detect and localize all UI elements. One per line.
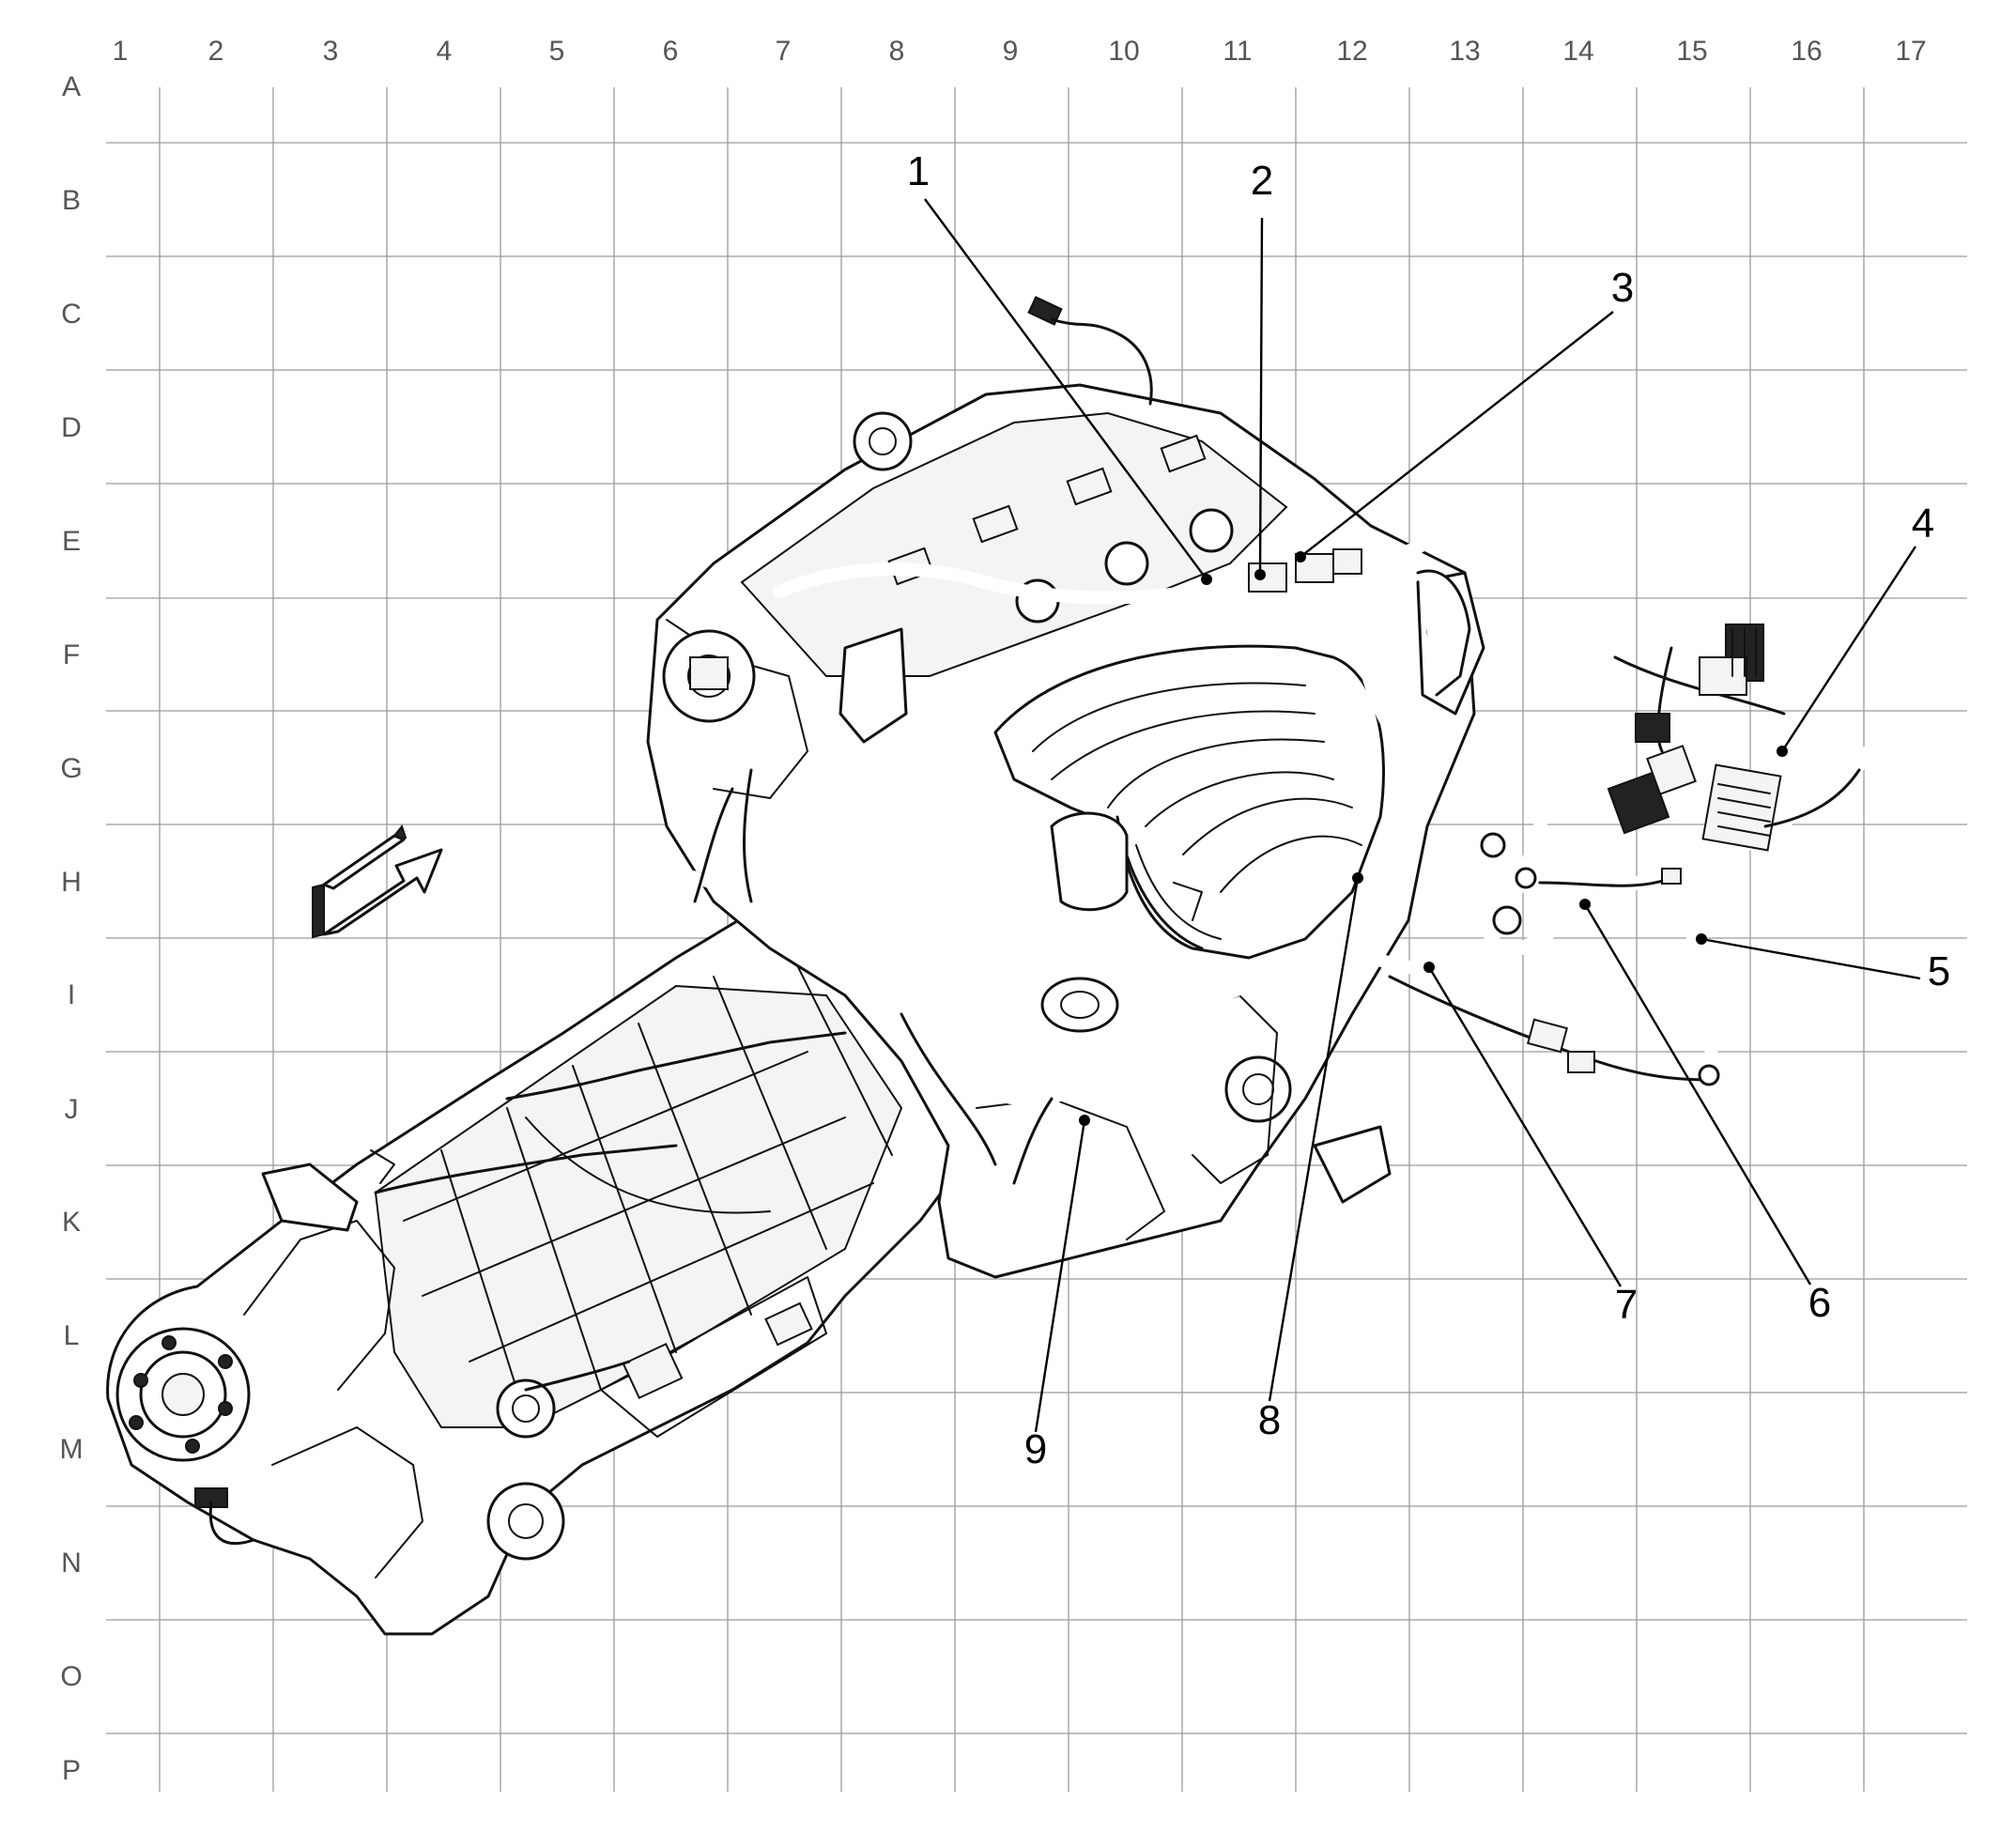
row-label: M — [60, 1434, 84, 1465]
callout-leader-line — [1780, 546, 1917, 752]
row-labels: A B C D E F G H I J K L M N O P — [60, 71, 84, 1786]
row-label: O — [60, 1661, 82, 1692]
callout-leader-line — [924, 198, 1208, 580]
callout-target-dot — [1201, 574, 1212, 585]
row-label: N — [61, 1548, 82, 1578]
callout-leader-line — [1268, 877, 1360, 1402]
callout-leader-line — [1700, 937, 1921, 980]
row-label: P — [62, 1755, 81, 1786]
row-label: E — [62, 526, 81, 557]
callout-target-dot — [1079, 1115, 1090, 1126]
callout-number: 7 — [1615, 1282, 1638, 1328]
column-label: 6 — [663, 36, 679, 67]
right-connector-cluster — [1607, 624, 1861, 852]
callout-annotations: 1 2 3 4 5 6 7 8 9 — [907, 148, 1950, 1472]
callout-leader-line — [1583, 903, 1812, 1286]
callout-leader-line — [1300, 311, 1614, 558]
callout-number: 2 — [1251, 158, 1273, 204]
column-label: 12 — [1336, 36, 1367, 67]
wiring-harness — [374, 538, 1875, 1392]
callout-target-dot — [1423, 962, 1435, 973]
callout-number: 8 — [1258, 1397, 1281, 1443]
column-label: 13 — [1449, 36, 1480, 67]
row-label: B — [62, 185, 81, 216]
column-label: 14 — [1562, 36, 1593, 67]
column-label: 8 — [889, 36, 905, 67]
row-label: A — [62, 71, 81, 102]
column-label: 4 — [437, 36, 453, 67]
transmission-assembly — [106, 881, 997, 1636]
callout-target-dot — [1696, 933, 1707, 945]
column-label: 9 — [1003, 36, 1019, 67]
row-label: G — [60, 753, 82, 784]
callout-target-dot — [1579, 899, 1591, 910]
column-label: 1 — [113, 36, 129, 67]
row-label: J — [65, 1094, 79, 1125]
callout-leader-line — [1427, 966, 1623, 1287]
column-label: 2 — [208, 36, 224, 67]
column-label: 5 — [549, 36, 565, 67]
row-label: I — [68, 979, 75, 1010]
row-label: L — [64, 1320, 80, 1351]
row-label: H — [61, 867, 82, 898]
column-label: 11 — [1223, 36, 1252, 67]
callout-number: 1 — [907, 148, 930, 194]
callout-number: 5 — [1928, 948, 1950, 994]
row-label: C — [61, 299, 82, 330]
row-label: D — [61, 412, 82, 443]
column-label: 15 — [1676, 36, 1707, 67]
row-label: F — [63, 639, 80, 670]
callout-leader-line — [1258, 217, 1264, 576]
callout-target-dot — [1777, 746, 1788, 757]
column-label: 3 — [323, 36, 339, 67]
column-label: 7 — [776, 36, 792, 67]
column-label: 16 — [1791, 36, 1822, 67]
callout-number: 4 — [1912, 500, 1934, 547]
callout-number: 6 — [1808, 1280, 1831, 1326]
column-label: 10 — [1108, 36, 1139, 67]
callout-number: 3 — [1611, 265, 1634, 311]
callout-target-dot — [1295, 551, 1306, 562]
callout-target-dot — [1254, 569, 1266, 580]
engine-transmission-illustration — [106, 296, 1875, 1636]
column-label: 17 — [1895, 36, 1926, 67]
front-direction-arrow-icon — [312, 824, 443, 939]
callout-target-dot — [1352, 872, 1363, 884]
callout-number: 9 — [1024, 1426, 1047, 1472]
callout-leader-line — [1034, 1119, 1086, 1433]
row-label: K — [62, 1207, 81, 1238]
